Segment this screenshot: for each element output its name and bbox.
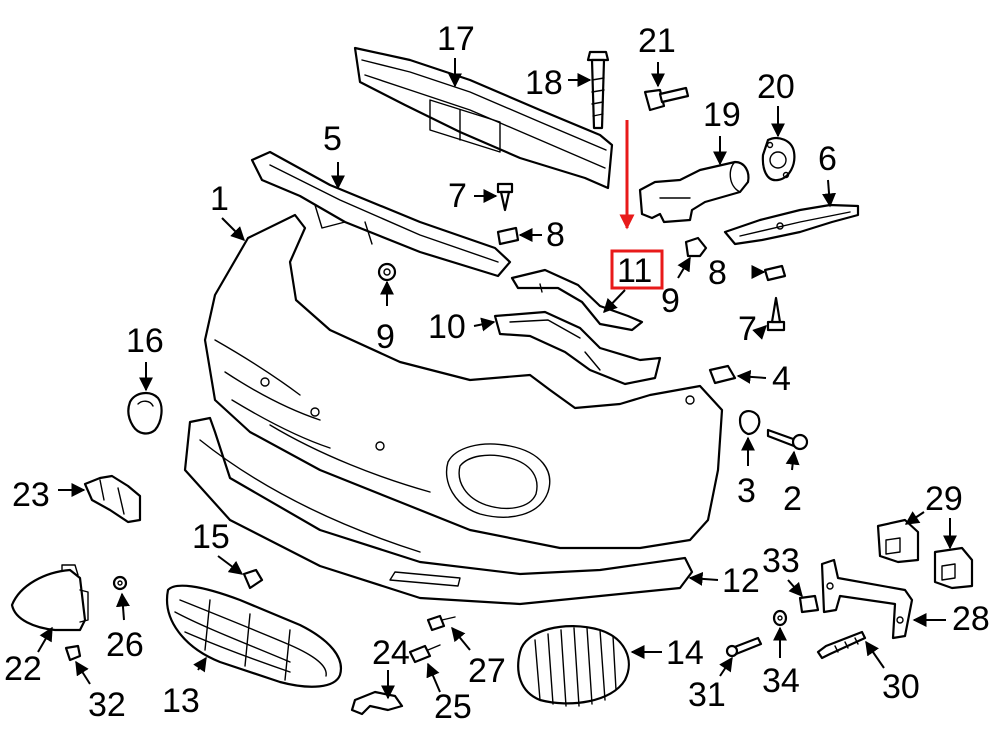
callout-29: 29 bbox=[925, 480, 963, 518]
callout-27: 27 bbox=[468, 652, 506, 690]
callout-34: 34 bbox=[762, 662, 800, 700]
part-18-bolt bbox=[586, 50, 610, 130]
part-24-bracket bbox=[350, 690, 404, 716]
callout-25: 25 bbox=[434, 688, 472, 726]
part-25-screw bbox=[408, 644, 441, 664]
callout-21: 21 bbox=[638, 22, 676, 60]
part-29-mount-right bbox=[933, 546, 974, 590]
part-9-nut-right bbox=[684, 236, 708, 258]
callout-6: 6 bbox=[818, 140, 837, 178]
callout-31: 31 bbox=[688, 676, 726, 714]
part-15-clip bbox=[242, 568, 264, 590]
part-30-bolt bbox=[816, 630, 867, 660]
callout-11: 11 bbox=[617, 252, 652, 290]
highlight-box-11 bbox=[610, 249, 664, 290]
callout-22: 22 bbox=[4, 650, 42, 688]
part-13-lower-grille bbox=[165, 584, 343, 688]
callout-7-upper: 7 bbox=[448, 177, 467, 215]
part-8-nut-upper bbox=[496, 226, 520, 246]
part-23-bracket bbox=[83, 474, 142, 524]
part-19-mount-tube bbox=[638, 160, 750, 224]
part-26-nut bbox=[112, 575, 128, 591]
part-14-side-grille bbox=[517, 625, 630, 707]
part-6-side-bracket bbox=[723, 203, 860, 246]
part-22-fog-lamp bbox=[10, 564, 89, 632]
callout-12: 12 bbox=[722, 562, 760, 600]
part-16-tow-cap bbox=[127, 392, 163, 435]
part-3-grommet bbox=[738, 410, 761, 436]
callout-8-right: 8 bbox=[708, 254, 727, 292]
part-17-reinforcement-bar bbox=[353, 46, 614, 190]
part-7-screw-right bbox=[766, 296, 786, 332]
callout-30: 30 bbox=[882, 668, 920, 706]
callout-32: 32 bbox=[88, 686, 126, 724]
callout-labels: 1 2 3 4 5 6 7 7 8 8 9 9 10 11 12 13 14 1… bbox=[4, 20, 990, 726]
part-7-screw-upper bbox=[496, 182, 514, 212]
part-11-bracket bbox=[510, 268, 644, 332]
part-10-guide-bracket bbox=[493, 310, 662, 386]
callout-28: 28 bbox=[952, 600, 990, 638]
callout-9-right: 9 bbox=[661, 282, 680, 320]
callout-15: 15 bbox=[192, 518, 230, 556]
callout-2: 2 bbox=[783, 480, 802, 518]
callout-10: 10 bbox=[428, 308, 466, 346]
callout-1: 1 bbox=[210, 180, 229, 218]
callout-23: 23 bbox=[12, 476, 50, 514]
part-4-clip bbox=[708, 364, 737, 385]
callout-13: 13 bbox=[162, 682, 200, 720]
part-27-screw bbox=[426, 614, 456, 632]
part-20-gasket bbox=[761, 136, 796, 182]
callout-16: 16 bbox=[126, 322, 164, 360]
part-12-lower-spoiler bbox=[183, 416, 694, 606]
callout-26: 26 bbox=[106, 626, 144, 664]
part-34-washer bbox=[772, 609, 788, 627]
leader-arrows bbox=[37, 58, 957, 700]
part-29-mount-left bbox=[876, 518, 920, 564]
part-5-upper-bracket bbox=[250, 150, 512, 278]
part-2-screw bbox=[766, 428, 809, 451]
part-1-bumper-cover bbox=[203, 213, 724, 550]
callout-18: 18 bbox=[525, 64, 563, 102]
callout-19: 19 bbox=[703, 96, 741, 134]
part-33-clip bbox=[798, 594, 820, 614]
part-9-nut-left bbox=[377, 262, 397, 282]
callout-8-upper: 8 bbox=[546, 216, 565, 254]
part-32-clip bbox=[64, 644, 82, 662]
callout-24: 24 bbox=[372, 634, 410, 672]
part-31-screw bbox=[725, 636, 763, 658]
callout-4: 4 bbox=[772, 360, 791, 398]
callout-20: 20 bbox=[757, 68, 795, 106]
callout-5: 5 bbox=[323, 120, 342, 158]
callout-3: 3 bbox=[737, 472, 756, 510]
part-21-bolt bbox=[643, 86, 690, 112]
callout-33: 33 bbox=[762, 542, 800, 580]
callout-9-left: 9 bbox=[376, 318, 395, 356]
callout-17: 17 bbox=[437, 20, 475, 58]
part-8-nut-right bbox=[763, 264, 787, 282]
part-28-frame-bracket bbox=[820, 558, 914, 640]
callout-7-right: 7 bbox=[738, 310, 757, 348]
callout-14: 14 bbox=[666, 634, 704, 672]
